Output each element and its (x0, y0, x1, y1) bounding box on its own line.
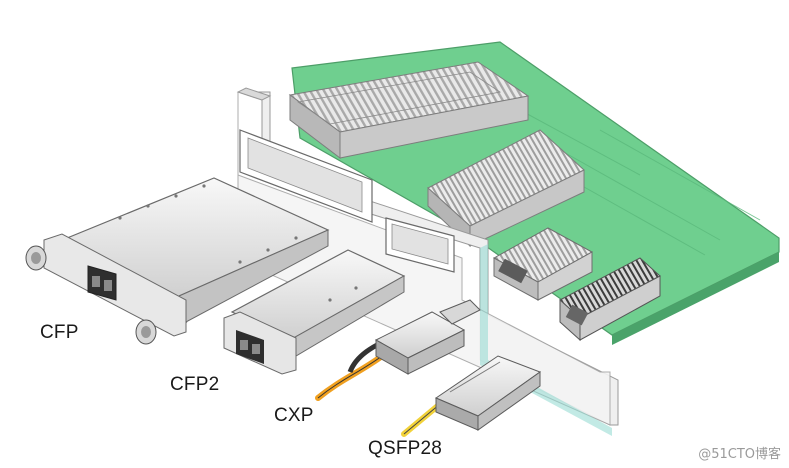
cfp-module (25, 177, 330, 345)
cxp-module (315, 299, 481, 401)
qsfp-cage (492, 227, 594, 301)
heatsink-large (288, 61, 530, 160)
label-qsfp28: QSFP28 (368, 438, 443, 459)
label-cfp2: CFP2 (170, 374, 220, 395)
label-cfp: CFP (40, 322, 79, 343)
qsfp28-module (401, 355, 542, 437)
watermark: @51CTO博客 (698, 447, 781, 462)
cxp-connector (559, 257, 661, 342)
faceplate (236, 87, 619, 436)
label-cxp: CXP (274, 405, 314, 426)
cfp2-module (223, 249, 406, 375)
